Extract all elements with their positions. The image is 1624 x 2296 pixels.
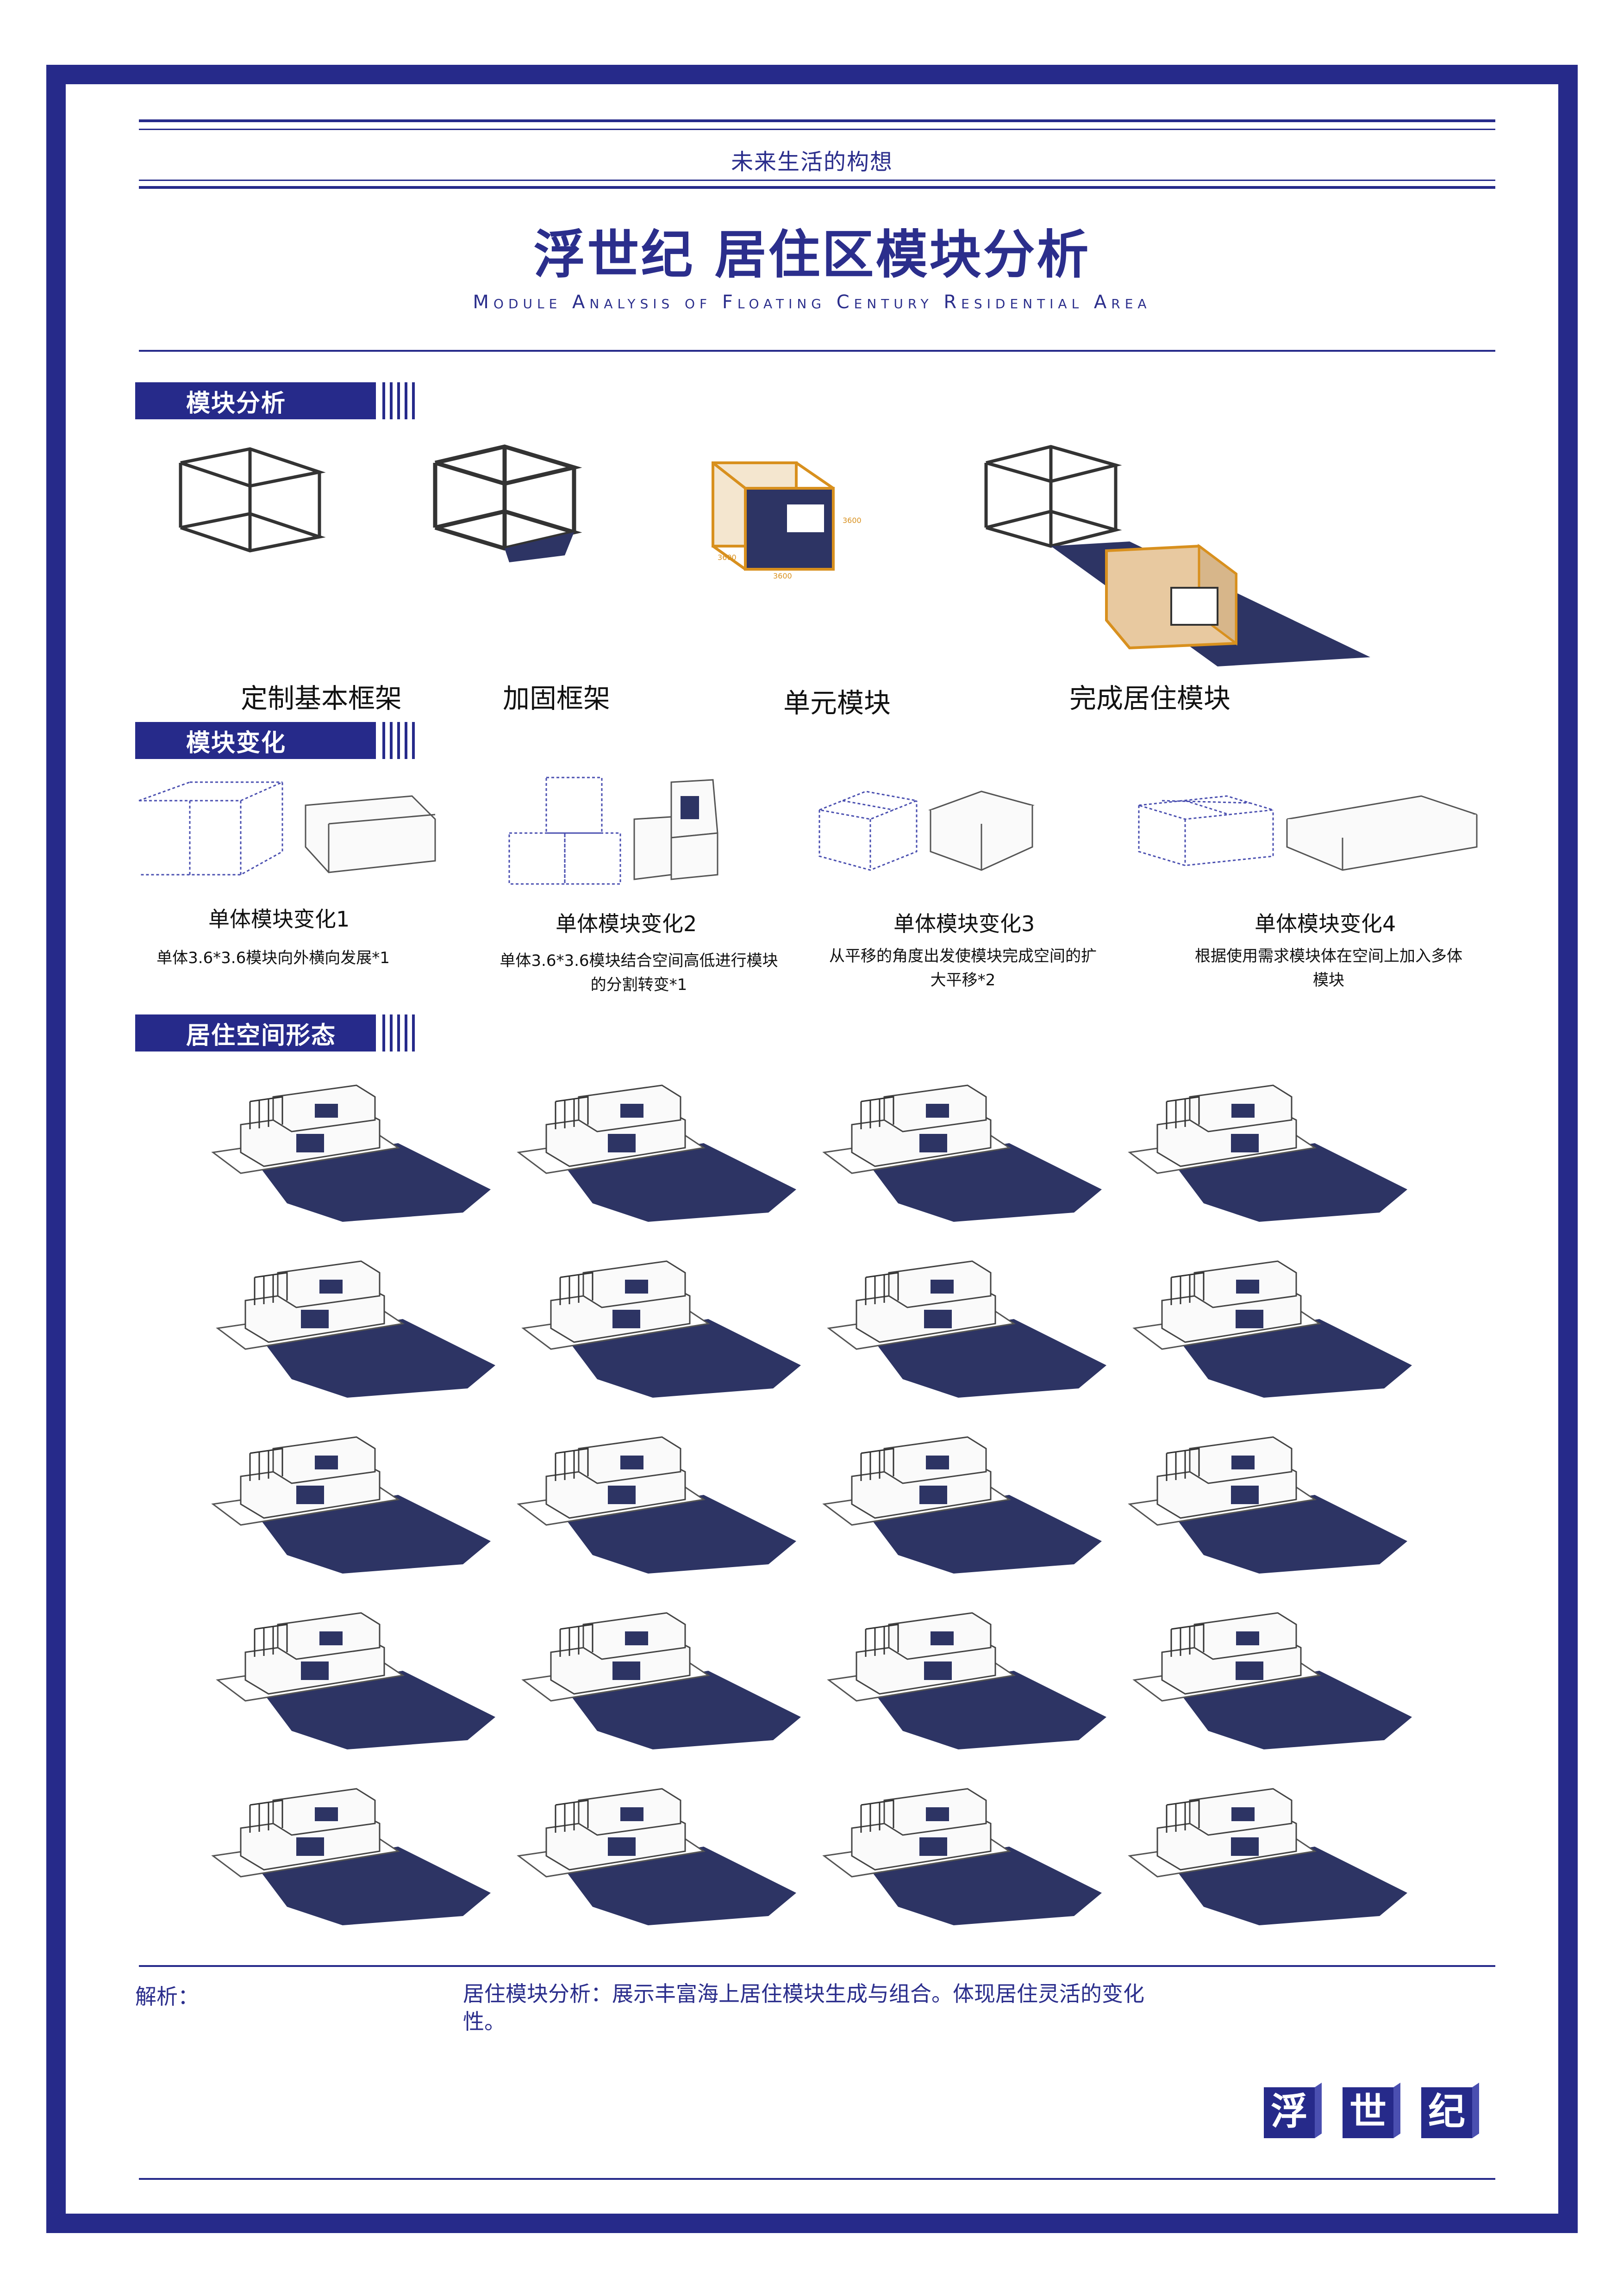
variation-3-drawing: [817, 790, 1035, 871]
housing-cluster-drawing: [517, 1436, 796, 1574]
analysis-text: 居住模块分析：展示丰富海上居住模块生成与组合。体现居住灵活的变化性。: [463, 1981, 1144, 2034]
section-title: 模块变化: [186, 729, 287, 757]
title-rule: [139, 350, 1495, 352]
section-stripes: [376, 382, 415, 419]
housing-cluster-drawing: [517, 1084, 796, 1222]
analysis-rule: [139, 1965, 1495, 1967]
section-module-analysis: 模块分析: [135, 382, 415, 419]
housing-cluster-drawing: [822, 1084, 1102, 1222]
page-title: 浮世纪 居住区模块分析: [533, 225, 1091, 285]
housing-cluster-drawing: [211, 1084, 491, 1222]
page-title-english: Module Analysis of Floating Century Resi…: [473, 292, 1151, 313]
header-rule: [139, 180, 1495, 181]
section-stripes: [376, 722, 415, 759]
step-label-basic-frame: 定制基本框架: [241, 683, 402, 714]
step-label-unit-module: 单元模块: [783, 687, 891, 719]
housing-cluster-drawing: [822, 1436, 1102, 1574]
housing-cluster-drawing: [822, 1788, 1102, 1925]
subtitle: 未来生活的构想: [731, 149, 893, 175]
variation-title: 单体模块变化2: [556, 911, 697, 936]
housing-cluster-drawing: [1128, 1788, 1407, 1925]
section-title: 模块分析: [186, 389, 287, 417]
housing-cluster-drawing: [216, 1260, 495, 1398]
variation-desc: 单体3.6*3.6模块结合空间高低进行模块的分割转变*1: [500, 952, 778, 994]
housing-cluster-drawing: [827, 1612, 1106, 1749]
logo-text: 浮: [1271, 2090, 1308, 2133]
housing-cluster-drawing: [1132, 1260, 1412, 1398]
variation-desc: 根据使用需求模块体在空间上加入多体模块: [1195, 947, 1462, 989]
housing-cluster-drawing: [517, 1788, 796, 1925]
housing-cluster-drawing: [1128, 1084, 1407, 1222]
complete-module-drawing: [984, 445, 1370, 666]
section-stripes: [376, 1014, 415, 1052]
basic-frame-drawing: [179, 447, 326, 553]
variation-desc: 单体3.6*3.6模块向外横向发展*1: [156, 949, 390, 967]
header-rule: [139, 129, 1495, 130]
dimension-label: 3600: [773, 572, 792, 580]
variation-title: 单体模块变化1: [208, 907, 350, 932]
logo-char-3: 纪: [1421, 2083, 1479, 2138]
analysis-label: 解析：: [135, 1984, 199, 2009]
step-label-complete-module: 完成居住模块: [1069, 683, 1231, 714]
header-rule: [139, 186, 1495, 189]
housing-cluster-drawing: [211, 1436, 491, 1574]
unit-module-drawing: 3600 3600 3600: [712, 461, 862, 580]
variation-title: 单体模块变化3: [893, 911, 1035, 936]
step-label-reinforced-frame: 加固框架: [503, 683, 611, 714]
housing-cluster-drawing: [216, 1612, 495, 1749]
variation-2-drawing: [508, 777, 718, 885]
logo-char-2: 世: [1343, 2083, 1400, 2138]
dimension-label: 3600: [843, 516, 862, 525]
logo-text: 世: [1349, 2090, 1387, 2133]
living-space-grid: [211, 1084, 1412, 1925]
housing-cluster-drawing: [827, 1260, 1106, 1398]
dimension-label: 3600: [718, 553, 737, 562]
variation-title: 单体模块变化4: [1255, 911, 1396, 936]
section-title: 居住空间形态: [186, 1021, 337, 1050]
section-module-variation: 模块变化: [135, 722, 415, 759]
housing-cluster-drawing: [1132, 1612, 1412, 1749]
variation-1-drawing: [138, 781, 436, 876]
reinforced-frame-drawing: [433, 444, 582, 562]
variation-4-drawing: [1138, 795, 1478, 871]
logo-char-1: 浮: [1264, 2083, 1322, 2138]
section-living-space: 居住空间形态: [135, 1014, 415, 1052]
housing-cluster-drawing: [1128, 1436, 1407, 1574]
housing-cluster-drawing: [521, 1612, 801, 1749]
logo-text: 纪: [1428, 2090, 1465, 2133]
housing-cluster-drawing: [521, 1260, 801, 1398]
header-rule: [139, 119, 1495, 122]
variation-desc: 从平移的角度出发使模块完成空间的扩大平移*2: [829, 947, 1097, 989]
footer-rule: [139, 2178, 1495, 2180]
housing-cluster-drawing: [211, 1788, 491, 1925]
